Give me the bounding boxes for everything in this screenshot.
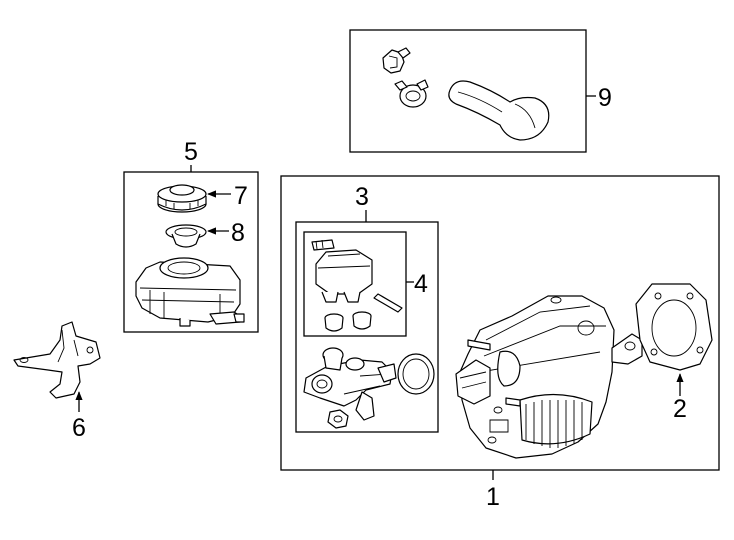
callout-4: 4 — [414, 270, 428, 298]
brake-booster — [455, 295, 643, 459]
booster-gasket — [635, 283, 713, 371]
small-reservoir — [311, 239, 373, 303]
hose-clamp-lower — [394, 79, 429, 108]
callout-1: 1 — [486, 483, 500, 511]
hose-clamp-upper — [382, 47, 411, 74]
reservoir — [135, 257, 245, 327]
master-cylinder-box — [295, 221, 439, 433]
reservoir-kit-box — [303, 231, 407, 337]
hose-kit-box — [349, 29, 587, 153]
reservoir-cap — [157, 184, 207, 213]
nut — [327, 409, 349, 429]
booster-assembly-box — [280, 175, 720, 471]
seal-ring — [397, 353, 435, 395]
callout-9: 9 — [598, 84, 612, 112]
callout-8: 8 — [231, 219, 245, 247]
callout-6: 6 — [72, 414, 86, 442]
reservoir-pin — [373, 293, 403, 313]
callout-3: 3 — [355, 183, 369, 211]
strainer — [165, 224, 207, 248]
callout-5: 5 — [184, 138, 198, 166]
hose — [448, 80, 550, 141]
callout-2: 2 — [673, 395, 687, 423]
callout-7: 7 — [234, 182, 248, 210]
master-cylinder — [303, 347, 397, 421]
reservoir-box — [123, 171, 259, 333]
grommets — [324, 311, 372, 332]
bracket — [13, 321, 101, 399]
